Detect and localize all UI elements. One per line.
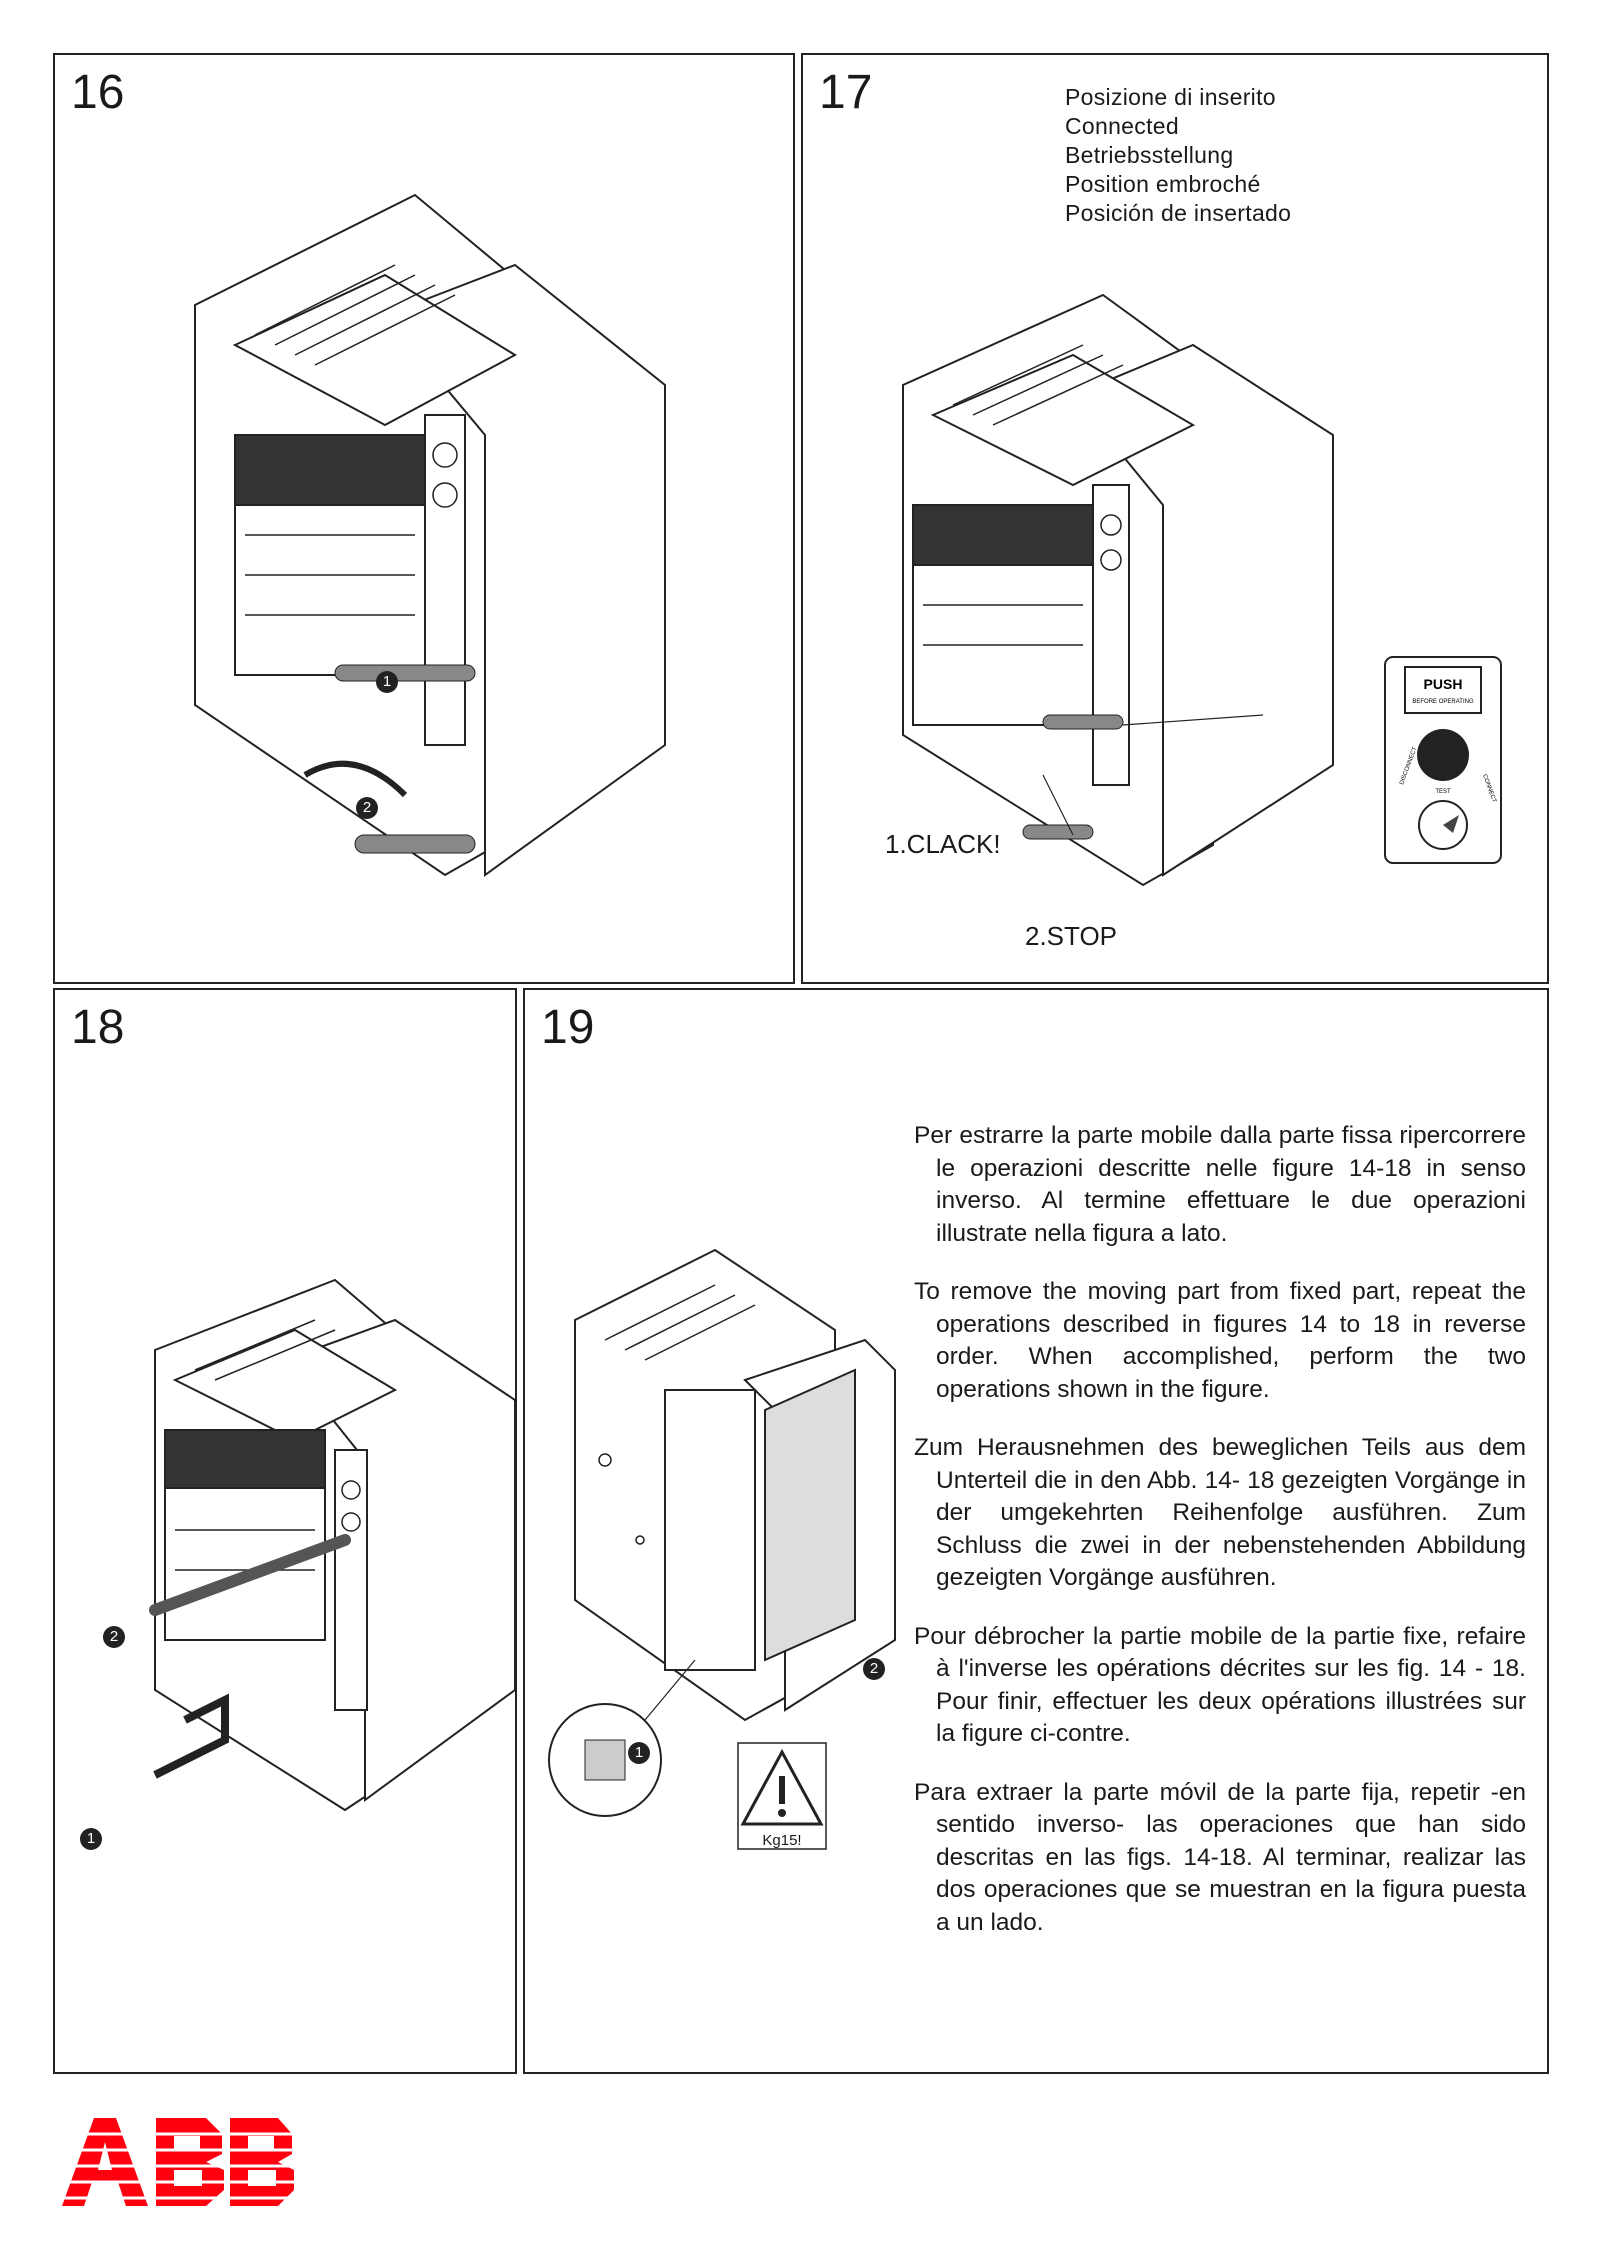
breaker-illustration [902, 293, 1334, 887]
label-es: Posición de insertado [1065, 200, 1292, 226]
label-it: Posizione di inserito [1065, 84, 1276, 110]
label-fr: Position embroché [1065, 171, 1261, 197]
push-text: PUSH [1424, 676, 1463, 692]
panel-number: 16 [71, 66, 125, 119]
paragraph-en: To remove the moving part from fixed par… [914, 1278, 1526, 1403]
weight-label: Kg15! [762, 1832, 802, 1849]
step-1-badge: 1 [376, 671, 398, 693]
callout-clack: 1.CLACK! [885, 829, 1001, 859]
panel-19: 19 1 2 Kg15! [523, 988, 1549, 2074]
label-de: Betriebsstellung [1065, 142, 1234, 168]
paragraph-fr: Pour débrocher la partie mobile de la pa… [914, 1622, 1526, 1748]
selector-detail: PUSH BEFORE OPERATING DISCONNECT TEST CO… [1384, 656, 1502, 864]
breaker-illustration [149, 1278, 516, 1812]
svg-text:BEFORE OPERATING: BEFORE OPERATING [1412, 699, 1474, 705]
abb-logo [56, 2118, 296, 2206]
breaker-illustration [194, 193, 666, 877]
step-2-badge: 2 [103, 1626, 125, 1648]
callout-stop: 2.STOP [1025, 921, 1118, 951]
breaker-illustration [548, 1248, 896, 1817]
panel-16: 16 1 2 [53, 53, 795, 984]
step-2-badge: 2 [863, 1658, 885, 1680]
paragraph-es: Para extraer la parte móvil de la parte … [914, 1778, 1526, 1936]
panel-number: 18 [71, 1001, 125, 1054]
step-1-badge: 1 [80, 1828, 102, 1850]
panel-number: 19 [541, 1001, 595, 1054]
warning-icon [737, 1742, 827, 1850]
step-1-badge: 1 [628, 1742, 650, 1764]
instructions-text: Per estrarre la parte mobile dalla parte… [914, 1120, 1526, 1965]
label-en: Connected [1065, 113, 1179, 139]
paragraph-it: Per estrarre la parte mobile dalla parte… [914, 1122, 1526, 1247]
svg-text:TEST: TEST [1435, 789, 1451, 795]
step-2-badge: 2 [356, 797, 378, 819]
panel-18: 18 2 1 [53, 988, 517, 2074]
panel-number: 17 [819, 66, 873, 119]
paragraph-de: Zum Herausnehmen des beweglichen Teils a… [914, 1434, 1526, 1591]
position-labels: Posizione di inserito Connected Betriebs… [1065, 83, 1291, 228]
panel-17: 17 Posizione di inserito Connected Betri… [801, 53, 1549, 984]
